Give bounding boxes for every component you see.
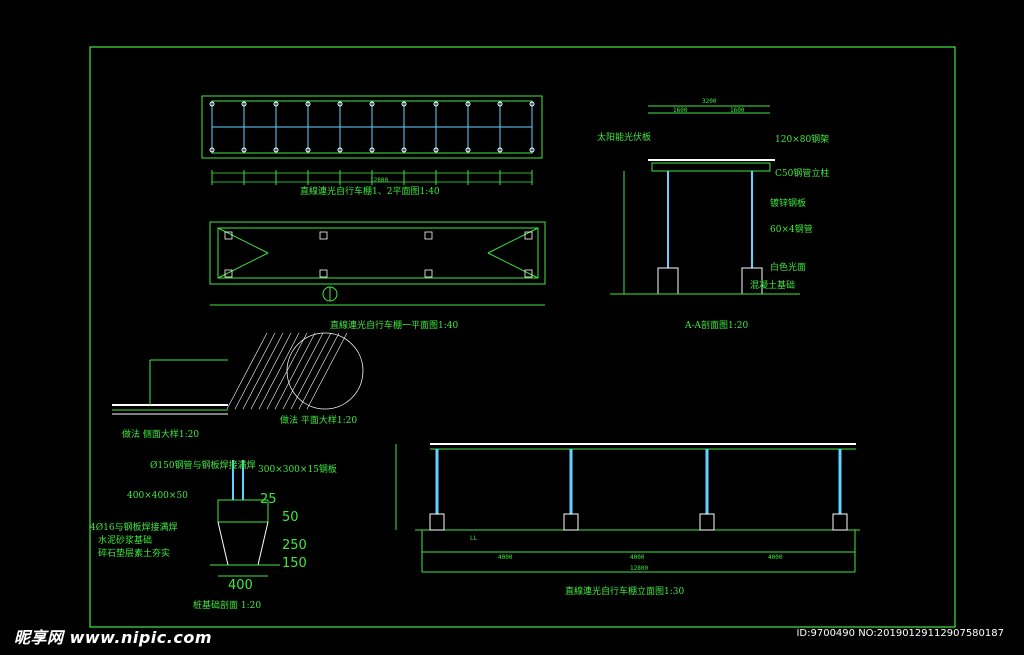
section-dim-1: 1600 (673, 107, 688, 114)
base-dim-h3: 250 (282, 538, 307, 553)
base-note-1: Ø150钢管与钢板焊接满焊 (150, 461, 256, 471)
plan-column-mark (465, 101, 471, 107)
hatch-line (226, 332, 268, 410)
plan-dimension-line (212, 172, 532, 183)
section-view (610, 105, 800, 295)
roof-plan-title: 直線連光自行车棚一平面图1:40 (330, 321, 459, 331)
elevation-footing (699, 513, 715, 531)
plan-column-mark (529, 101, 535, 107)
hatch-line (290, 332, 332, 410)
hatch-line (306, 332, 348, 410)
section-note-7: 混凝土基础 (750, 281, 796, 291)
plan-column-mark (305, 101, 311, 107)
hatch-line (274, 332, 316, 410)
elevation-mark: LL (470, 535, 478, 542)
plan-column-mark (465, 147, 471, 153)
hatch-line (258, 332, 300, 410)
drawing-frame (89, 46, 956, 628)
roof-plan-view (209, 221, 546, 306)
plan-column-mark (337, 147, 343, 153)
elevation-columns (429, 449, 848, 531)
section-note-3: C50钢管立柱 (775, 169, 830, 179)
plan-column-mark (241, 147, 247, 153)
plan-grid (209, 101, 535, 185)
plan-column-mark (241, 101, 247, 107)
site-watermark: 昵享网 www.nipic.com (14, 628, 212, 647)
side-detail (112, 359, 228, 415)
plan-column-mark (273, 101, 279, 107)
elevation-total-dimension: 12800 (630, 565, 649, 572)
plan-detail-title: 做法 平面大样1:20 (280, 416, 358, 426)
elevation-footing (429, 513, 445, 531)
base-note-4: 4Ø16与钢板焊接满焊 (90, 523, 178, 533)
elevation-footing (832, 513, 848, 531)
base-note-3: 400×400×50 (127, 491, 188, 501)
plan-column-mark (209, 101, 215, 107)
elevation-footing (563, 513, 579, 531)
plan-total-dimension: 12800 (370, 177, 389, 184)
side-detail-title: 做法 侧面大样1:20 (122, 430, 200, 440)
plan-column-mark (209, 147, 215, 153)
base-dim-h2: 50 (282, 510, 299, 525)
circle-hatch (226, 332, 348, 410)
base-note-2: 300×300×15钢板 (258, 465, 337, 475)
roof-column-square (524, 231, 533, 240)
plan-column-mark (497, 101, 503, 107)
roof-column-square (424, 269, 433, 278)
roof-column-square (224, 269, 233, 278)
base-note-6: 碎石垫层素土夯实 (98, 549, 171, 559)
section-note-4: 镀锌钢板 (770, 199, 807, 209)
hatch-line (242, 332, 284, 410)
hatch-line (250, 332, 292, 410)
section-dim-2: 1600 (730, 107, 745, 114)
base-dim-width: 400 (228, 578, 253, 593)
section-note-5: 60×4钢管 (770, 225, 813, 235)
roof-column-square (319, 269, 328, 278)
plan-column-mark (433, 101, 439, 107)
plan-column-mark (497, 147, 503, 153)
section-note-2: 120×80钢架 (775, 135, 830, 145)
elevation-view (395, 443, 860, 573)
elevation-title: 直線連光自行车棚立面图1:30 (565, 587, 685, 597)
roof-column-square (524, 269, 533, 278)
elevation-dim-1: 4000 (498, 554, 513, 561)
north-arrow-icon (322, 286, 338, 302)
section-total-dimension: 3200 (702, 98, 717, 105)
base-dim-h4: 150 (282, 556, 307, 571)
section-title: A-A剖面图1:20 (685, 321, 749, 331)
plan-column-mark (369, 147, 375, 153)
base-detail (210, 460, 280, 577)
roof-column-square (319, 231, 328, 240)
hatch-line (266, 332, 308, 410)
plan-title: 直線連光自行车棚1、2平面图1:40 (300, 187, 440, 197)
base-detail-title: 桩基础剖面 1:20 (193, 601, 262, 611)
elevation-dim-3: 4000 (768, 554, 783, 561)
hatch-line (298, 332, 340, 410)
plan-column-mark (401, 147, 407, 153)
base-dim-h1: 25 (260, 492, 277, 507)
plan-column-mark (305, 147, 311, 153)
roof-column-square (424, 231, 433, 240)
hatch-line (234, 332, 276, 410)
hatch-line (282, 332, 324, 410)
plan-column-mark (273, 147, 279, 153)
plan-column-mark (401, 101, 407, 107)
elevation-dim-2: 4000 (630, 554, 645, 561)
plan-column-mark (337, 101, 343, 107)
plan-column-mark (433, 147, 439, 153)
base-note-5: 水泥砂浆基础 (98, 536, 153, 546)
section-note-6: 白色光面 (770, 263, 807, 273)
plan-column-mark (369, 101, 375, 107)
plan-column-mark (529, 147, 535, 153)
roof-plan-columns (224, 231, 533, 278)
image-id-watermark: ID:9700490 NO:20190129112907580187 (796, 628, 1004, 639)
roof-column-square (224, 231, 233, 240)
section-note-1: 太阳能光伏板 (597, 133, 652, 143)
